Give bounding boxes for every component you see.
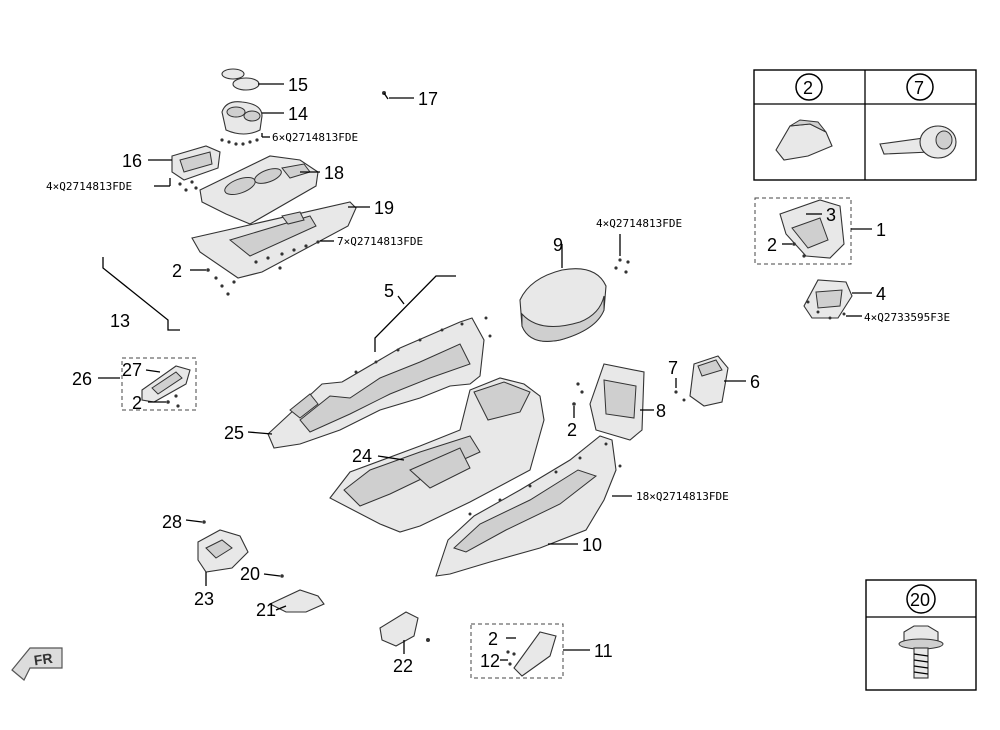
callout-6: 6 <box>750 372 760 392</box>
legend-table-bolt: 20 <box>865 579 977 691</box>
spec-9: 4×Q2714813FDE <box>596 217 682 230</box>
grommet-icon <box>879 125 957 159</box>
callout-10: 10 <box>582 535 602 555</box>
callout-2-b: 2 <box>132 393 142 413</box>
part-10-right-side-panel <box>435 435 617 577</box>
group-26-box <box>121 357 197 411</box>
part-4-panel <box>803 279 853 319</box>
spec-10: 18×Q2714813FDE <box>636 490 729 503</box>
callout-11: 11 <box>594 641 613 661</box>
legend-ref-grommet: 7 <box>914 78 924 98</box>
callout-9: 9 <box>553 235 563 255</box>
callout-23: 23 <box>194 589 214 609</box>
callout-1: 1 <box>876 220 886 240</box>
part-11-cover <box>513 631 557 677</box>
legend-ref-bolt: 20 <box>910 590 930 610</box>
part-15-cup-lids <box>221 68 260 91</box>
part-3-bezel <box>779 199 845 259</box>
part-18-top-panel <box>199 155 319 225</box>
callout-7: 7 <box>668 358 678 378</box>
part-19-trim-panel <box>191 201 357 279</box>
part-13-leader <box>102 257 180 331</box>
callout-2-a: 2 <box>172 261 182 281</box>
callout-18: 18 <box>324 163 344 183</box>
callout-22: 22 <box>393 656 413 676</box>
clip-set-19 <box>214 276 236 296</box>
callout-21: 21 <box>256 600 276 620</box>
screw-set-25 <box>354 316 492 374</box>
part-5-leader <box>374 275 456 352</box>
callout-12: 12 <box>480 651 500 671</box>
callout-2-e: 2 <box>767 235 777 255</box>
spec-4: 4×Q2733595F3E <box>864 311 950 324</box>
part-14-cup-holder <box>221 101 263 135</box>
part-16-tray <box>171 145 221 181</box>
callout-8: 8 <box>656 401 666 421</box>
callout-15: 15 <box>288 75 308 95</box>
part-17-pin <box>382 91 389 100</box>
front-direction-arrow: FR <box>11 647 63 681</box>
screw-set-10 <box>468 442 622 516</box>
screw-set-16 <box>178 180 198 192</box>
callout-2-d: 2 <box>488 629 498 649</box>
screw-set-4 <box>806 300 846 320</box>
spec-14: 6×Q2714813FDE <box>272 131 358 144</box>
part-22-clip-bracket <box>379 611 419 647</box>
clip-icon <box>775 119 833 161</box>
part-9-armrest-lid <box>519 268 607 342</box>
part-25-left-side-panel <box>267 317 485 449</box>
screw-set-8 <box>576 382 584 394</box>
part-6-pocket <box>689 355 729 407</box>
group-1-box <box>754 197 852 265</box>
callout-13: 13 <box>110 311 130 331</box>
part-8-rear-bracket <box>589 363 645 441</box>
callout-17: 17 <box>418 89 438 109</box>
screw-set-14 <box>220 138 259 146</box>
fr-label: FR <box>33 650 54 668</box>
legend-table-clip-grommet: 2 7 <box>753 69 977 181</box>
callout-4: 4 <box>876 284 886 304</box>
callout-26: 26 <box>72 369 92 389</box>
callout-2-c: 2 <box>567 420 577 440</box>
callout-28: 28 <box>162 512 182 532</box>
screw-set-19 <box>254 240 320 270</box>
spec-16: 4×Q2714813FDE <box>46 180 132 193</box>
part-24-console-body <box>329 377 545 533</box>
legend-ref-clip: 2 <box>803 78 813 98</box>
callout-19: 19 <box>374 198 394 218</box>
callout-3: 3 <box>826 205 836 225</box>
callout-25: 25 <box>224 423 244 443</box>
bolt-icon <box>898 625 944 679</box>
callout-20: 20 <box>240 564 260 584</box>
callout-5: 5 <box>384 281 394 301</box>
group-11-box <box>470 623 564 679</box>
part-23-bracket <box>197 529 249 573</box>
spec-19: 7×Q2714813FDE <box>337 235 423 248</box>
screw-set-9 <box>614 258 630 274</box>
part-27-switch-panel <box>141 365 191 403</box>
callout-14: 14 <box>288 104 308 124</box>
callout-27: 27 <box>122 360 142 380</box>
callout-24: 24 <box>352 446 372 466</box>
callout-16: 16 <box>122 151 142 171</box>
